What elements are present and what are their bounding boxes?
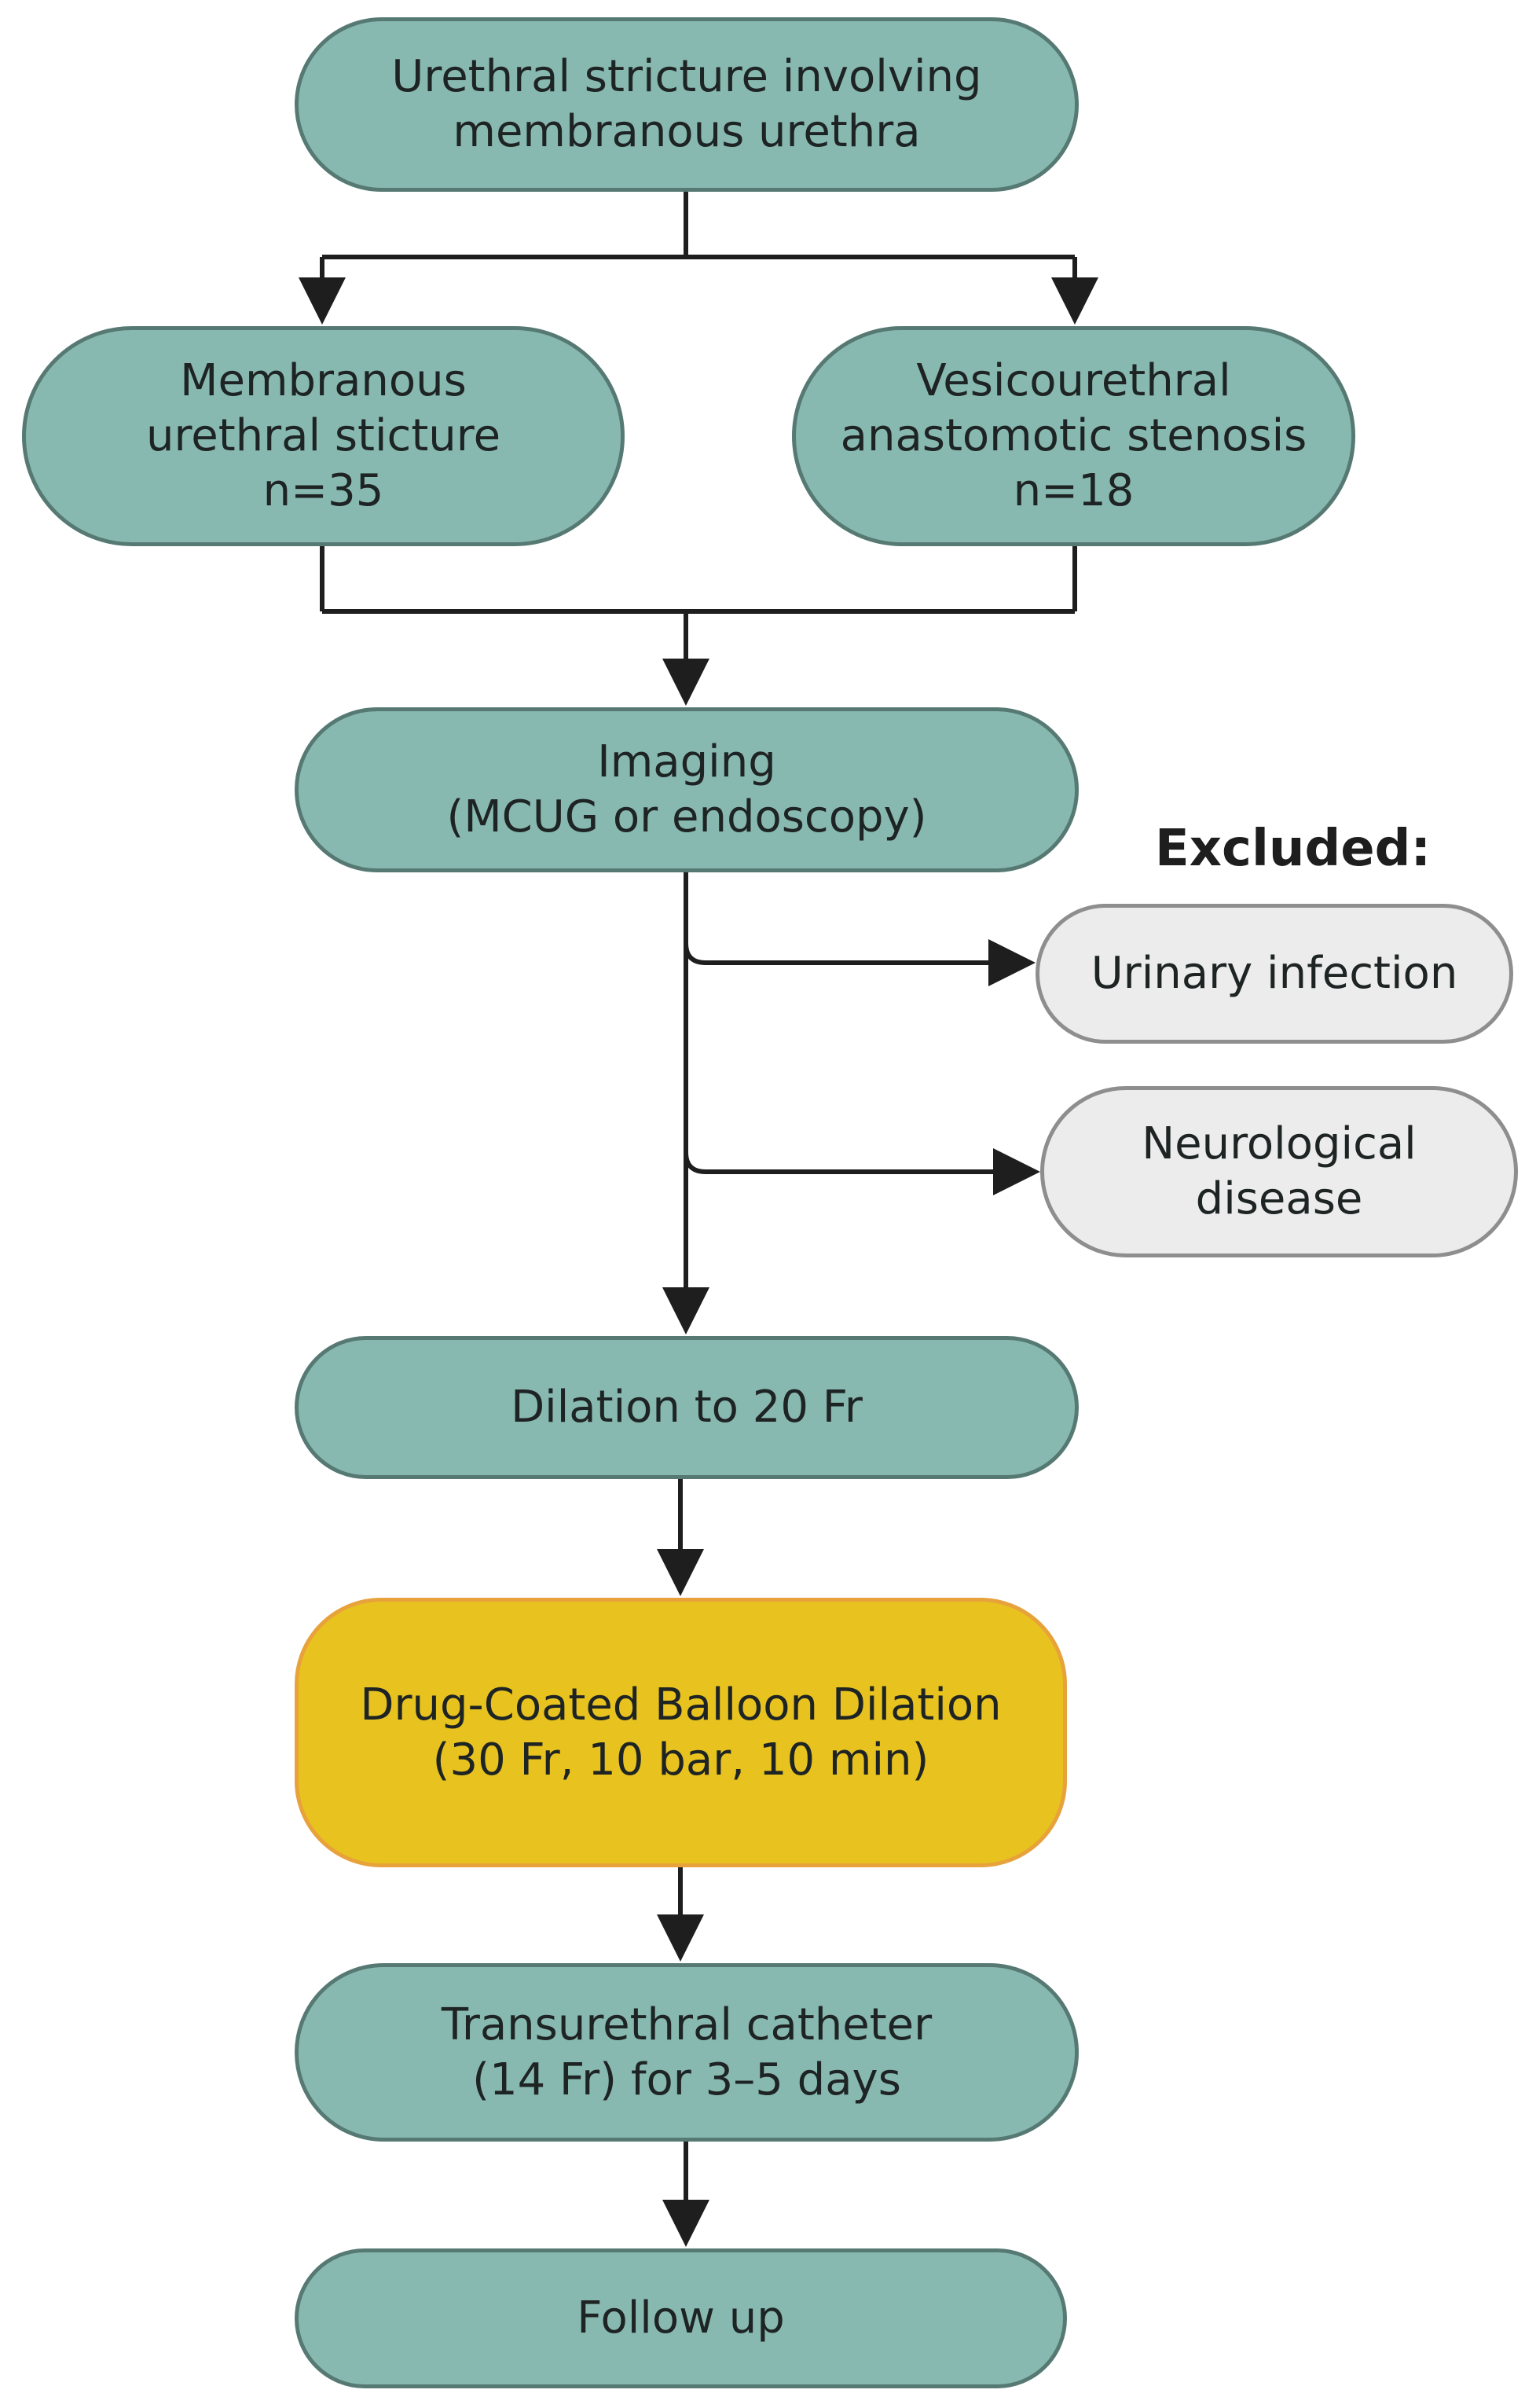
membranous-node-line-2: urethral sticture: [145, 410, 501, 461]
arrow-to-urinary-infection: [684, 939, 1036, 986]
follow-up-node: Follow up: [295, 2248, 1067, 2388]
urinary-infection-node-text: Urinary infection: [1091, 948, 1458, 999]
start-node-line-2: membranous urethra: [453, 106, 921, 157]
imaging-node-line-1: Imaging: [597, 736, 776, 787]
follow-up-node-text: Follow up: [577, 2292, 785, 2344]
membranous-node-line-1: Membranous: [180, 355, 467, 406]
catheter-node: Transurethral catheter (14 Fr) for 3–5 d…: [295, 1963, 1079, 2142]
vesicourethral-node-line-2: anastomotic stenosis: [840, 410, 1307, 461]
neurological-node-line-2: disease: [1195, 1173, 1363, 1224]
dilation-node-text: Dilation to 20 Fr: [511, 1382, 863, 1433]
arrow-to-neurological: [684, 1148, 1040, 1195]
start-node: Urethral stricture involving membranous …: [295, 17, 1079, 192]
vesicourethral-node-count: n=18: [1013, 465, 1135, 516]
imaging-node: Imaging (MCUG or endoscopy): [295, 707, 1079, 872]
neurological-node-line-1: Neurological: [1142, 1118, 1417, 1169]
balloon-dilation-node-line-2: (30 Fr, 10 bar, 10 min): [432, 1734, 929, 1786]
vesicourethral-node: Vesicourethral anastomotic stenosis n=18: [792, 326, 1355, 546]
catheter-node-line-2: (14 Fr) for 3–5 days: [472, 2054, 901, 2105]
vesicourethral-node-line-1: Vesicourethral: [916, 355, 1231, 406]
membranous-node-count: n=35: [262, 465, 384, 516]
neurological-node: Neurological disease: [1040, 1086, 1518, 1257]
catheter-node-line-1: Transurethral catheter: [441, 1999, 933, 2050]
dilation-node: Dilation to 20 Fr: [295, 1336, 1079, 1479]
balloon-dilation-node: Drug-Coated Balloon Dilation (30 Fr, 10 …: [295, 1598, 1067, 1867]
imaging-node-line-2: (MCUG or endoscopy): [446, 791, 927, 842]
urinary-infection-node: Urinary infection: [1036, 904, 1513, 1044]
excluded-heading: Excluded:: [1155, 820, 1432, 878]
membranous-node: Membranous urethral sticture n=35: [22, 326, 625, 546]
start-node-line-1: Urethral stricture involving: [391, 51, 982, 102]
balloon-dilation-node-line-1: Drug-Coated Balloon Dilation: [360, 1679, 1002, 1731]
